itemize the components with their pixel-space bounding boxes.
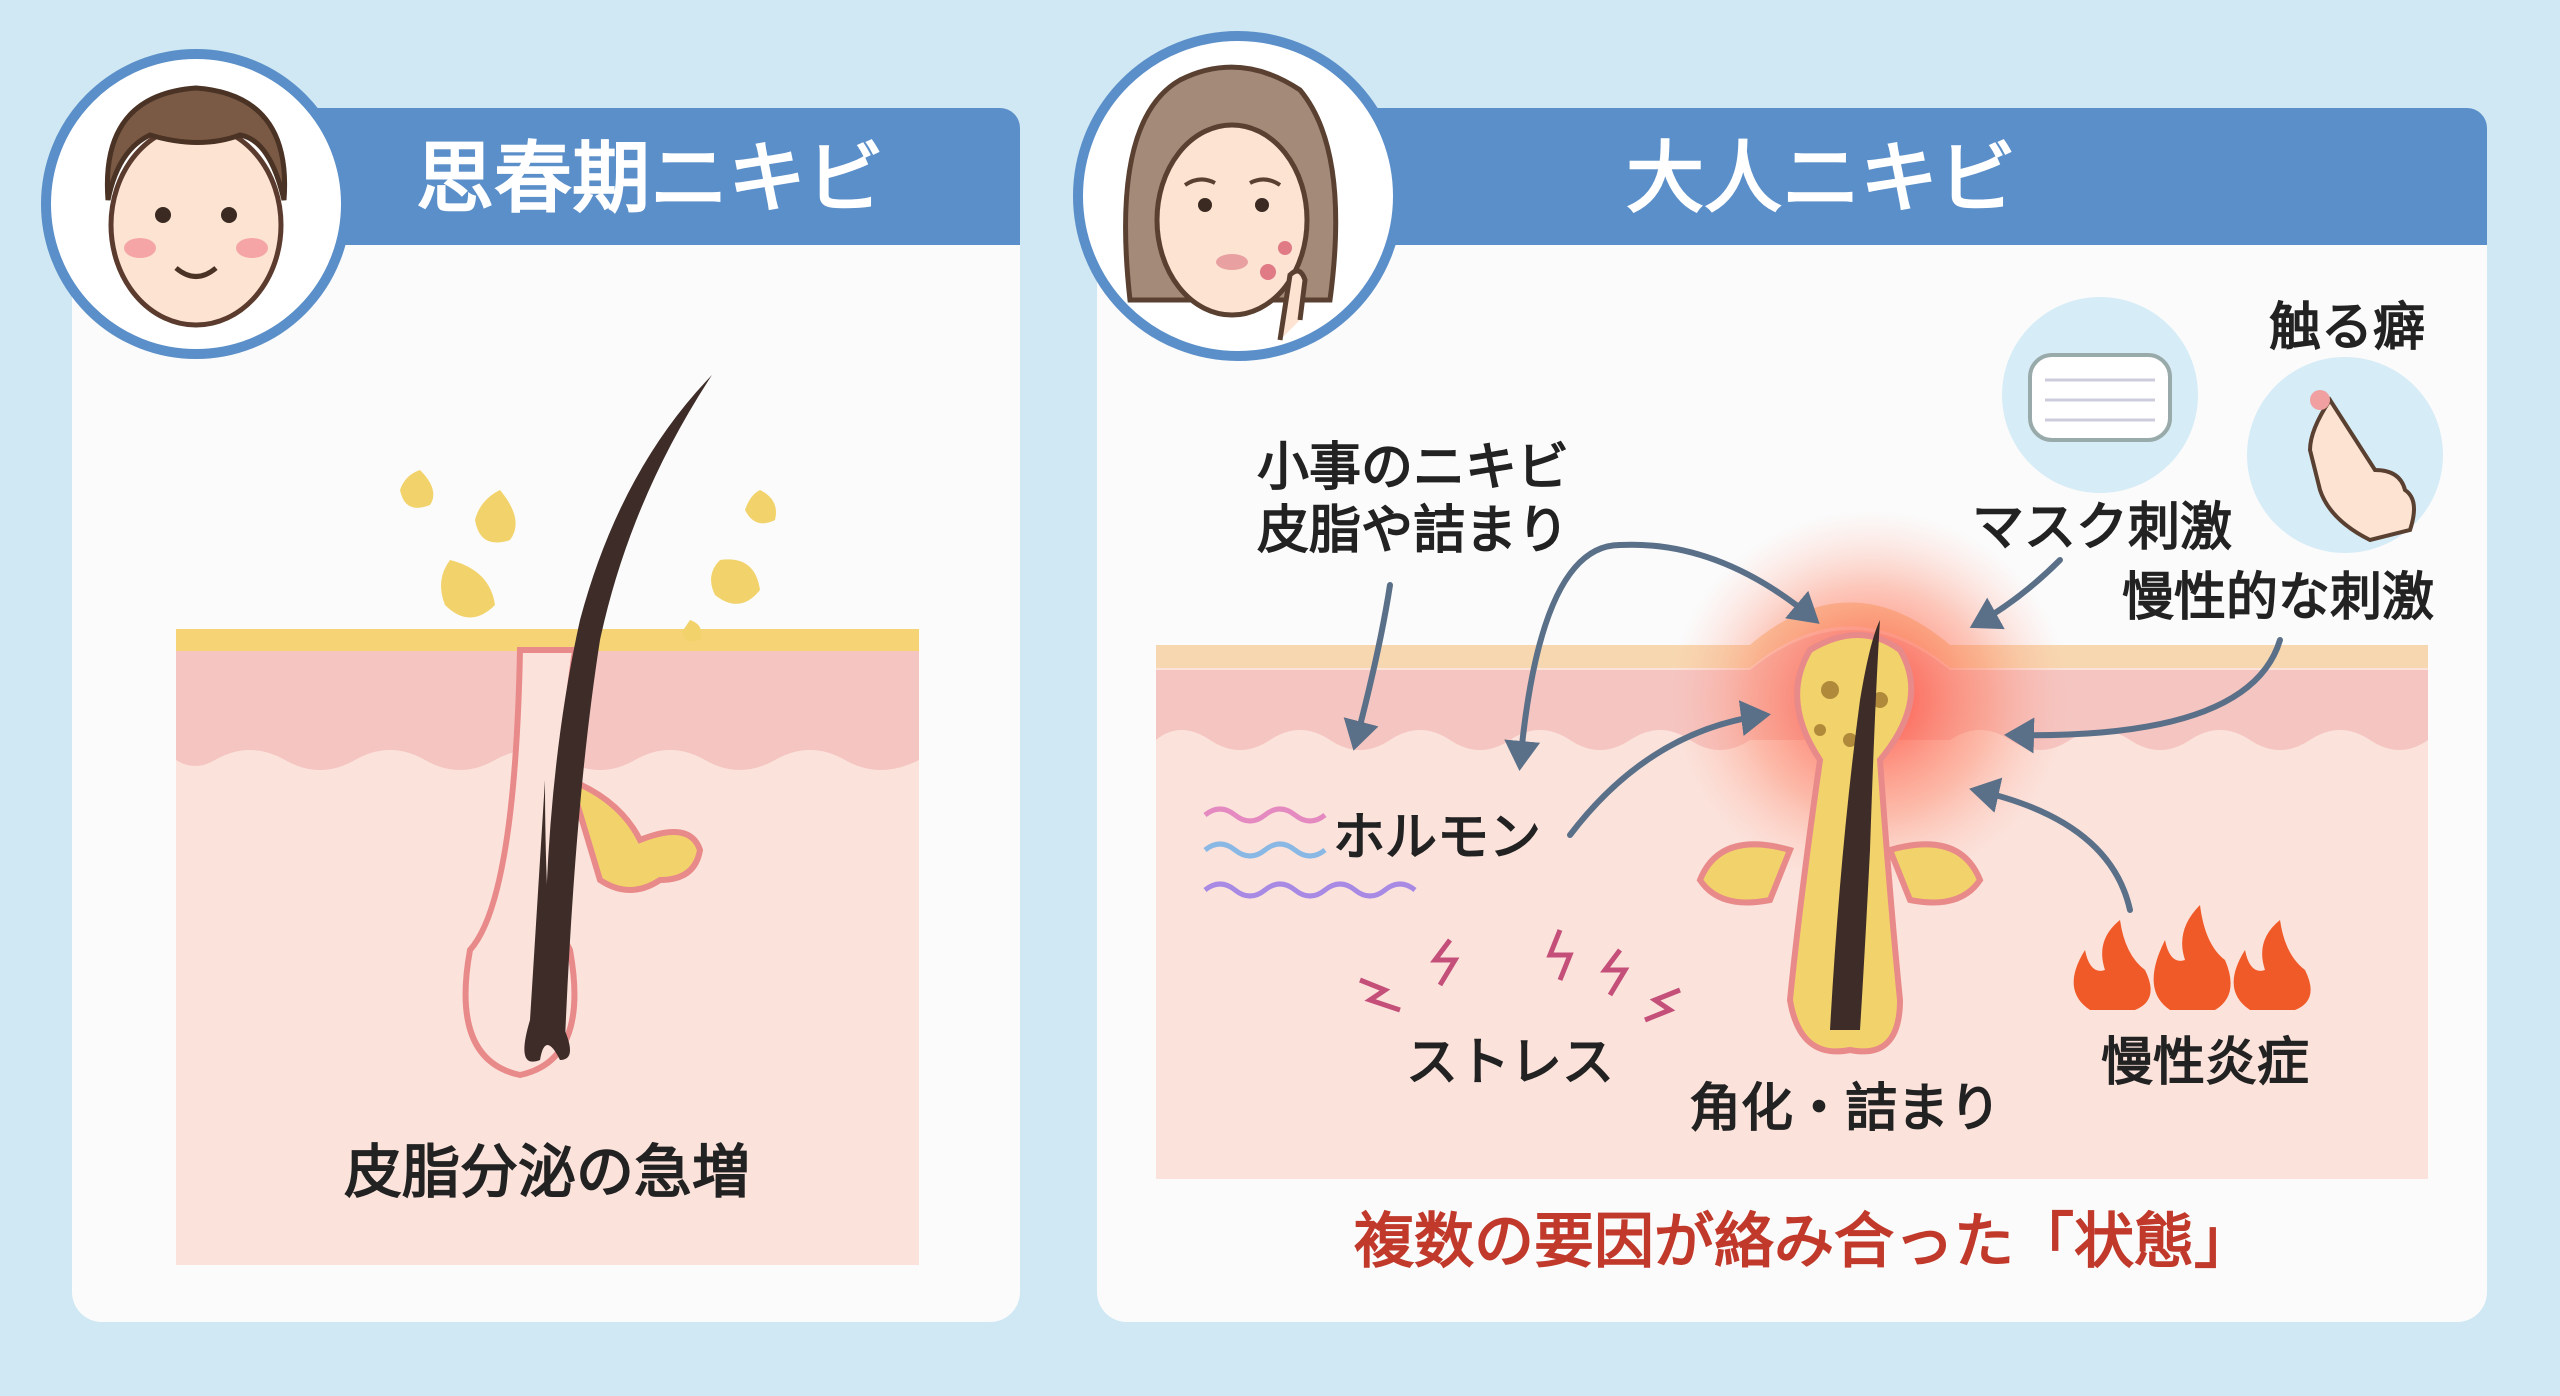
- right-title: 大人ニキビ: [1626, 134, 2016, 224]
- label-touch-habit: 触る癖: [2269, 298, 2425, 358]
- sebum-droplets: [400, 470, 776, 642]
- stress-lightning-icon: [1359, 929, 1681, 1023]
- skin-cross-section-left: [176, 375, 919, 1265]
- label-hormone: ホルモン: [1333, 808, 1541, 868]
- right-card-adult-acne: 大人ニキビ: [1073, 31, 2487, 1322]
- label-mask-irritation: マスク刺激: [1972, 498, 2232, 558]
- label-chronic-irritation: 慢性的な刺激: [2122, 568, 2434, 628]
- cause-arrows: [1343, 541, 2283, 913]
- label-chronic-inflammation: 慢性炎症: [2101, 1033, 2309, 1093]
- label-stress: ストレス: [1406, 1033, 1614, 1093]
- flame-icons: [2073, 905, 2311, 1010]
- label-keratinization: 角化・詰まり: [1689, 1079, 2001, 1139]
- left-card-puberty-acne: 思春期ニキビ: [41, 49, 1020, 1322]
- boy-avatar: [41, 49, 351, 359]
- woman-avatar: [1073, 31, 1403, 361]
- label-sebum-clogging: 皮脂や詰まり: [1257, 501, 1569, 561]
- conclusion-text: 複数の要因が絡み合った「状態」: [1354, 1207, 2254, 1277]
- left-title: 思春期ニキビ: [416, 134, 884, 224]
- touching-finger-icon: [2247, 357, 2443, 553]
- label-youth-acne: 小事のニキビ: [1257, 438, 1569, 498]
- hormone-waves-icon: [1203, 806, 1417, 899]
- left-caption: 皮脂分泌の急増: [344, 1138, 750, 1206]
- mask-icon: [2002, 297, 2198, 493]
